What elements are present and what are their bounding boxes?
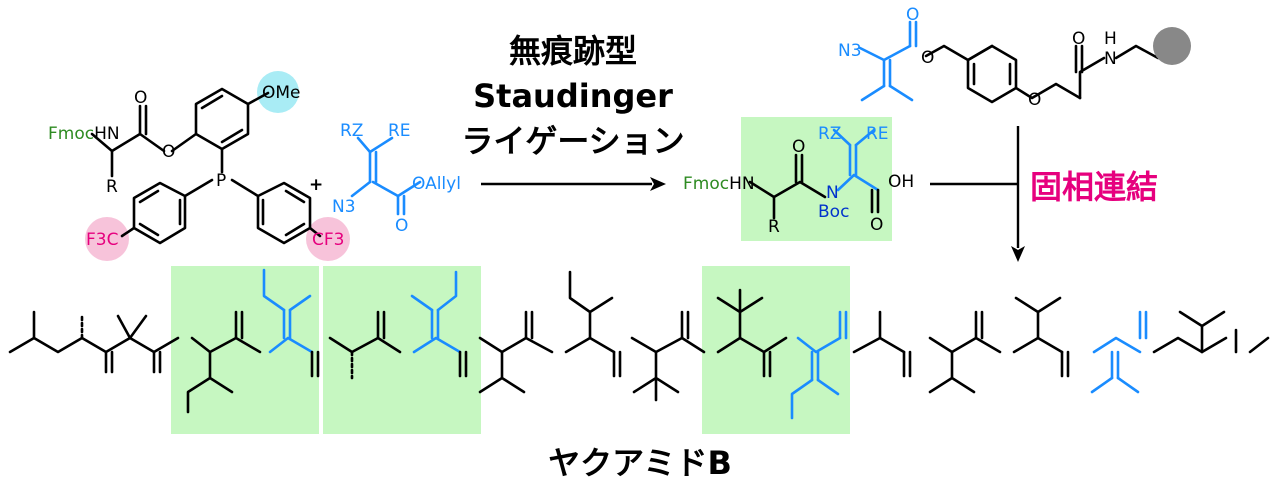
azide-reagent: RZ RE N3 OAllyl O <box>332 121 461 236</box>
title-line-1: 無痕跡型 <box>509 32 637 70</box>
rz-label: RZ <box>340 121 363 141</box>
cf3-right-highlight-circle <box>306 217 350 261</box>
re-label: RE <box>388 121 411 141</box>
highlight-box-3 <box>702 266 850 434</box>
cf3-left-label: F3C <box>86 230 118 250</box>
solid-phase-arrow <box>930 126 1025 262</box>
svg-text:FmocHN: FmocHN <box>48 124 120 144</box>
solid-phase-label: 固相連結 <box>1030 168 1158 206</box>
plus-sign: + <box>309 175 323 195</box>
cf3-right-label: CF3 <box>312 230 344 250</box>
product-name: ヤクアミドB <box>548 444 732 482</box>
azide-o-label: O <box>395 216 408 236</box>
title-line-2: Staudinger <box>473 77 673 115</box>
fmoc-label: Fmoc <box>48 124 94 144</box>
reaction-arrow <box>481 177 666 191</box>
resin-nh-n-label: N <box>1104 49 1117 69</box>
highlight-box-product <box>741 117 892 241</box>
product-hn-label: HN <box>729 174 755 194</box>
cf3-left-highlight-circle <box>85 217 129 261</box>
ome-label: OMe <box>262 83 301 103</box>
resin-ether-o-label: O <box>1028 90 1041 110</box>
highlight-box-1 <box>171 266 319 434</box>
resin-n3-label: N3 <box>838 41 862 61</box>
product-oh-label: OH <box>888 172 914 192</box>
resin-bead <box>1153 27 1191 65</box>
resin-carbonyl-o-label: O <box>906 5 919 25</box>
yaku-amide-backbone <box>8 268 1270 420</box>
hn-label: HN <box>94 124 120 144</box>
boc-label: Boc <box>818 202 849 222</box>
carbonyl-o-label: O <box>134 88 147 108</box>
ome-highlight-circle <box>257 71 299 113</box>
r-label: R <box>106 177 118 197</box>
resin-nh-h-label: H <box>1104 29 1117 49</box>
phosphine-reagent: FmocHN R O O P OMe F3C CF3 <box>48 83 344 250</box>
oallyl-label: OAllyl <box>412 174 461 194</box>
product-acid-o-label: O <box>870 215 883 235</box>
product-r-label: R <box>768 217 780 237</box>
product-fmoc-label: Fmoc <box>683 174 729 194</box>
product-n-label: N <box>826 183 839 203</box>
resin-amide-o-label: O <box>1072 29 1085 49</box>
svg-text:FmocHN: FmocHN <box>683 174 755 194</box>
ligation-product: FmocHN R O N Boc OH O RZ RE <box>683 124 914 237</box>
product-re-label: RE <box>866 124 889 144</box>
product-rz-label: RZ <box>818 124 841 144</box>
n3-label: N3 <box>332 197 356 217</box>
title-line-3: ライゲーション <box>461 122 684 160</box>
phosphorus-label: P <box>216 171 226 191</box>
ester-o-label: O <box>162 142 175 162</box>
resin-ester-o-label: O <box>921 48 934 68</box>
product-o-label: O <box>792 137 805 157</box>
resin-reagent: N3 O O O O H N <box>838 5 1191 110</box>
